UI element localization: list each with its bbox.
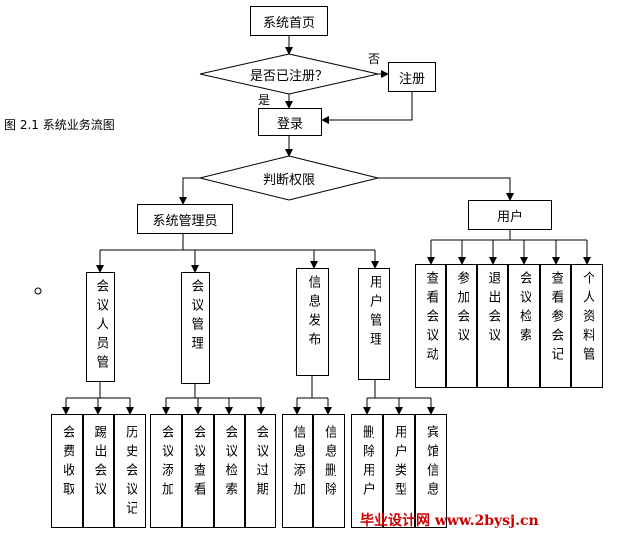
fee-collect-node: 会费收取	[51, 414, 83, 528]
meeting-search-label: 会议检索	[222, 425, 237, 501]
quit-meeting-label: 退出会议	[485, 271, 500, 347]
delete-user-node: 删除用户	[351, 414, 383, 528]
meeting-search-node: 会议检索	[214, 414, 245, 528]
meeting-expire-node: 会议过期	[245, 414, 276, 528]
history-records-label: 历史会议记	[123, 425, 137, 520]
no-label: 否	[368, 52, 381, 66]
info-publish-node: 信息发布	[296, 268, 329, 376]
info-delete-node: 信息删除	[313, 414, 345, 528]
hotel-info-label: 宾馆信息	[424, 425, 438, 501]
delete-user-label: 删除用户	[360, 425, 374, 501]
login-node: 登录	[258, 108, 322, 136]
kick-out-node: 踢出会议	[83, 414, 114, 528]
view-attend-records-label: 查看参会记	[548, 271, 563, 366]
user-type-label: 用户类型	[392, 425, 406, 501]
info-add-node: 信息添加	[282, 414, 313, 528]
fee-collect-label: 会费收取	[60, 425, 74, 501]
register-node: 注册	[388, 62, 436, 92]
search-meeting-node: 会议检索	[508, 264, 540, 388]
permission-decision-diamond	[199, 155, 379, 201]
bullet-circle	[34, 287, 42, 295]
user-mgmt-label: 用户管理	[367, 275, 381, 351]
registered-decision-diamond	[199, 53, 379, 95]
permission-decision-label: 判断权限	[262, 172, 315, 188]
meeting-expire-label: 会议过期	[253, 425, 268, 501]
yes-label: 是	[258, 93, 271, 107]
registered-decision-label: 是否已注册？	[249, 68, 328, 84]
meeting-add-label: 会议添加	[159, 425, 173, 501]
member-mgmt-node: 会议人员管	[86, 272, 115, 382]
quit-meeting-node: 退出会议	[477, 264, 508, 388]
view-meeting-news-label: 查看会议动	[423, 271, 438, 366]
meeting-add-node: 会议添加	[150, 414, 182, 528]
info-publish-label: 信息发布	[305, 275, 320, 351]
user-type-node: 用户类型	[383, 414, 415, 528]
watermark: 毕业设计网 www.2bysj.cn	[360, 513, 539, 529]
home-node: 系统首页	[250, 6, 328, 36]
kick-out-label: 踢出会议	[91, 425, 106, 501]
meeting-view-label: 会议查看	[191, 425, 205, 501]
history-records-node: 历史会议记	[114, 414, 146, 528]
search-meeting-label: 会议检索	[517, 271, 531, 347]
join-meeting-label: 参加会议	[454, 271, 469, 347]
hotel-info-node: 宾馆信息	[415, 414, 447, 528]
view-meeting-news-node: 查看会议动	[415, 264, 446, 388]
meeting-mgmt-label: 会议管理	[188, 279, 203, 355]
user-mgmt-node: 用户管理	[358, 268, 390, 380]
join-meeting-node: 参加会议	[446, 264, 477, 388]
profile-mgmt-node: 个人资料管	[571, 264, 603, 388]
info-delete-label: 信息删除	[322, 425, 336, 501]
view-attend-records-node: 查看参会记	[540, 264, 571, 388]
user-node: 用户	[468, 200, 552, 230]
profile-mgmt-label: 个人资料管	[580, 271, 594, 366]
admin-node: 系统管理员	[137, 204, 233, 234]
member-mgmt-label: 会议人员管	[93, 279, 108, 374]
meeting-view-node: 会议查看	[182, 414, 214, 528]
figure-caption: 图 2.1 系统业务流图	[4, 118, 115, 132]
info-add-label: 信息添加	[290, 425, 305, 501]
meeting-mgmt-node: 会议管理	[181, 272, 210, 384]
